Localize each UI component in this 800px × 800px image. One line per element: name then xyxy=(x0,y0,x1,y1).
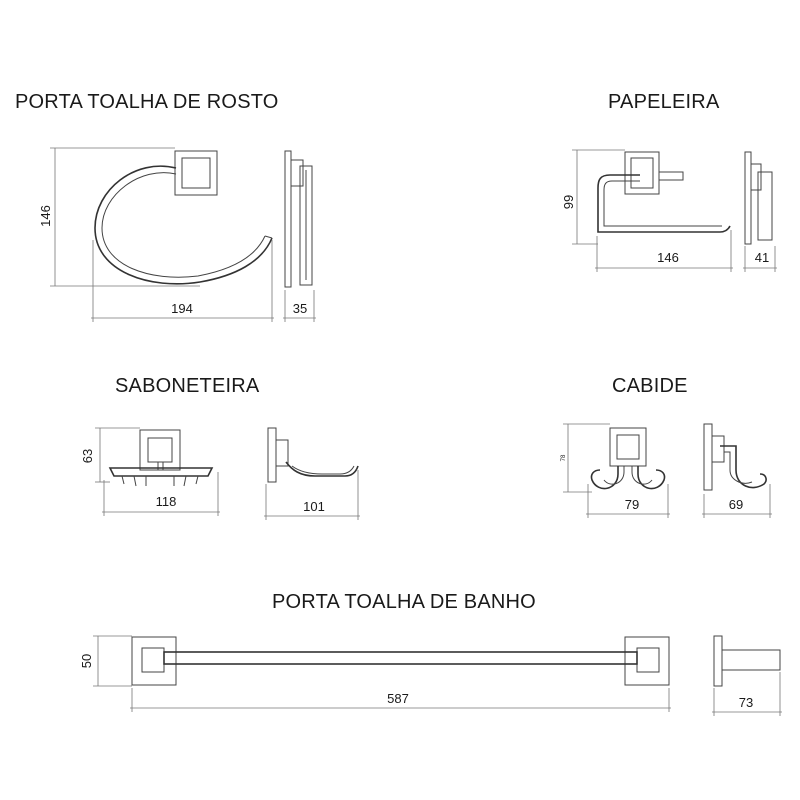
title-cabide: CABIDE xyxy=(612,375,688,397)
dim-rosto-depth: 35 xyxy=(293,301,307,316)
cabide-front-view xyxy=(590,427,666,490)
papeleira-front-view xyxy=(597,151,731,233)
saboneteira-side-view xyxy=(267,427,359,483)
dim-papeleira-height: 99 xyxy=(561,195,576,209)
title-porta-toalha-banho: PORTA TOALHA DE BANHO xyxy=(272,591,536,613)
saboneteira-group: SABONETEIRA 63 118 101 xyxy=(80,375,360,520)
porta-toalha-rosto-group: PORTA TOALHA DE ROSTO 146 194 35 xyxy=(15,91,316,322)
dim-saboneteira-width: 118 xyxy=(156,494,177,509)
dim-banho-depth: 73 xyxy=(739,695,753,710)
dim-cabide-depth: 69 xyxy=(729,497,743,512)
dim-saboneteira-height: 63 xyxy=(80,449,95,463)
cabide-side-view xyxy=(703,423,767,491)
title-saboneteira: SABONETEIRA xyxy=(115,375,260,397)
dim-rosto-width: 194 xyxy=(171,301,193,316)
dim-cabide-height: 78 xyxy=(561,454,567,461)
porta-toalha-banho-side-view xyxy=(713,635,781,687)
dim-saboneteira-depth: 101 xyxy=(303,499,325,514)
cabide-group: CABIDE 78 79 69 xyxy=(561,375,772,518)
porta-toalha-rosto-dimension-lines xyxy=(50,147,316,322)
saboneteira-dimension-lines xyxy=(95,427,360,520)
cabide-dimension-lines xyxy=(563,423,772,518)
porta-toalha-banho-front-view xyxy=(131,636,670,686)
porta-toalha-banho-group: PORTA TOALHA DE BANHO 50 587 73 xyxy=(79,591,782,716)
dim-banho-height: 50 xyxy=(79,654,94,668)
title-porta-toalha-rosto: PORTA TOALHA DE ROSTO xyxy=(15,91,279,113)
papeleira-side-view xyxy=(744,151,773,245)
porta-toalha-rosto-side-view xyxy=(284,150,313,288)
papeleira-dimension-lines xyxy=(572,149,777,272)
dim-papeleira-depth: 41 xyxy=(755,250,769,265)
dim-banho-width: 587 xyxy=(387,691,409,706)
title-papeleira: PAPELEIRA xyxy=(608,91,720,113)
dim-papeleira-width: 146 xyxy=(657,250,679,265)
porta-toalha-rosto-front-view xyxy=(94,150,273,285)
dim-cabide-width: 79 xyxy=(625,497,639,512)
papeleira-group: PAPELEIRA 99 146 41 xyxy=(561,91,777,272)
dim-rosto-height: 146 xyxy=(38,205,53,227)
saboneteira-front-view xyxy=(108,429,214,487)
porta-toalha-banho-dimension-lines xyxy=(93,635,782,716)
